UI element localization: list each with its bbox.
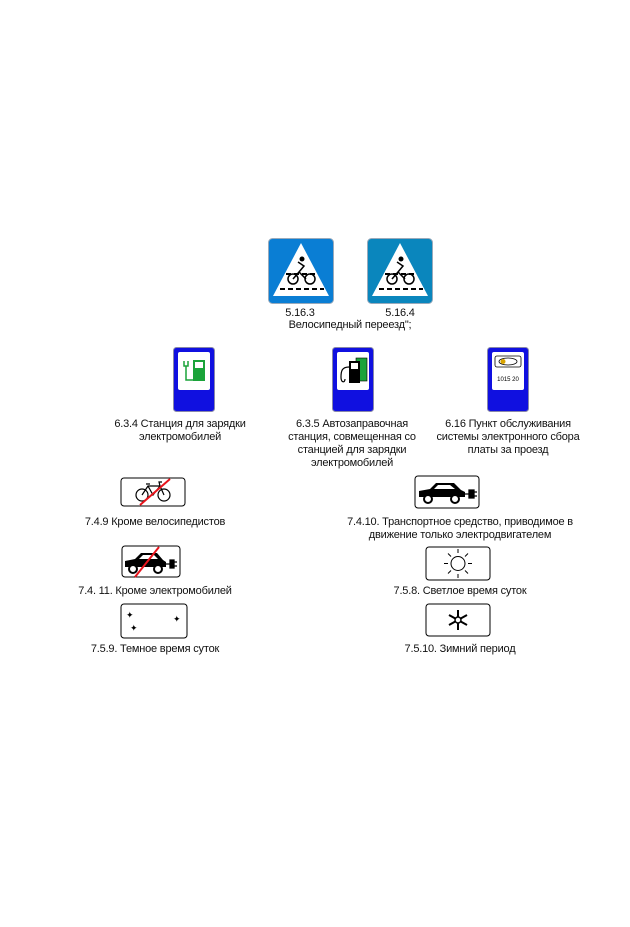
sign-label: 6.3.4 Станция для зарядки электромобилей [114,418,246,443]
sign-5-16-3 [268,238,334,304]
svg-text:✦: ✦ [173,615,181,625]
sign-code: 5.16.4 [385,307,415,319]
plate-7-4-9 [120,477,186,507]
sign-caption: Велосипедный переезд"; [288,319,412,331]
sign-code: 5.16.3 [285,307,315,319]
plate-label: 7.4.10. Транспортное средство, приводимо… [347,516,573,541]
sign-label: 6.16 Пункт обслуживания системы электрон… [436,418,580,456]
plate-label: 7.5.8. Светлое время суток [393,585,527,597]
sign-6-3-5 [332,347,374,412]
plate-7-5-8 [425,546,491,581]
sign-6-16: 1015 20 [487,347,529,412]
sign-6-3-4 [173,347,215,412]
plate-7-4-10 [414,475,480,509]
sign-5-16-4 [367,238,433,304]
plate-label: 7.4.9 Кроме велосипедистов [84,516,226,528]
plate-7-5-9: ✦ ✦ ✦ [120,603,188,639]
toll-badge: 1015 20 [497,377,519,383]
plate-label: 7.4. 11. Кроме электромобилей [78,585,232,597]
svg-text:✦: ✦ [130,624,138,634]
plate-7-4-11 [121,545,181,578]
plate-label: 7.5.10. Зимний период [404,643,516,655]
plate-7-5-10 [425,603,491,637]
sign-label: 6.3.5 Автозаправочная станция, совмещенн… [288,418,416,469]
svg-text:✦: ✦ [126,611,134,621]
plate-label: 7.5.9. Темное время суток [90,643,220,655]
